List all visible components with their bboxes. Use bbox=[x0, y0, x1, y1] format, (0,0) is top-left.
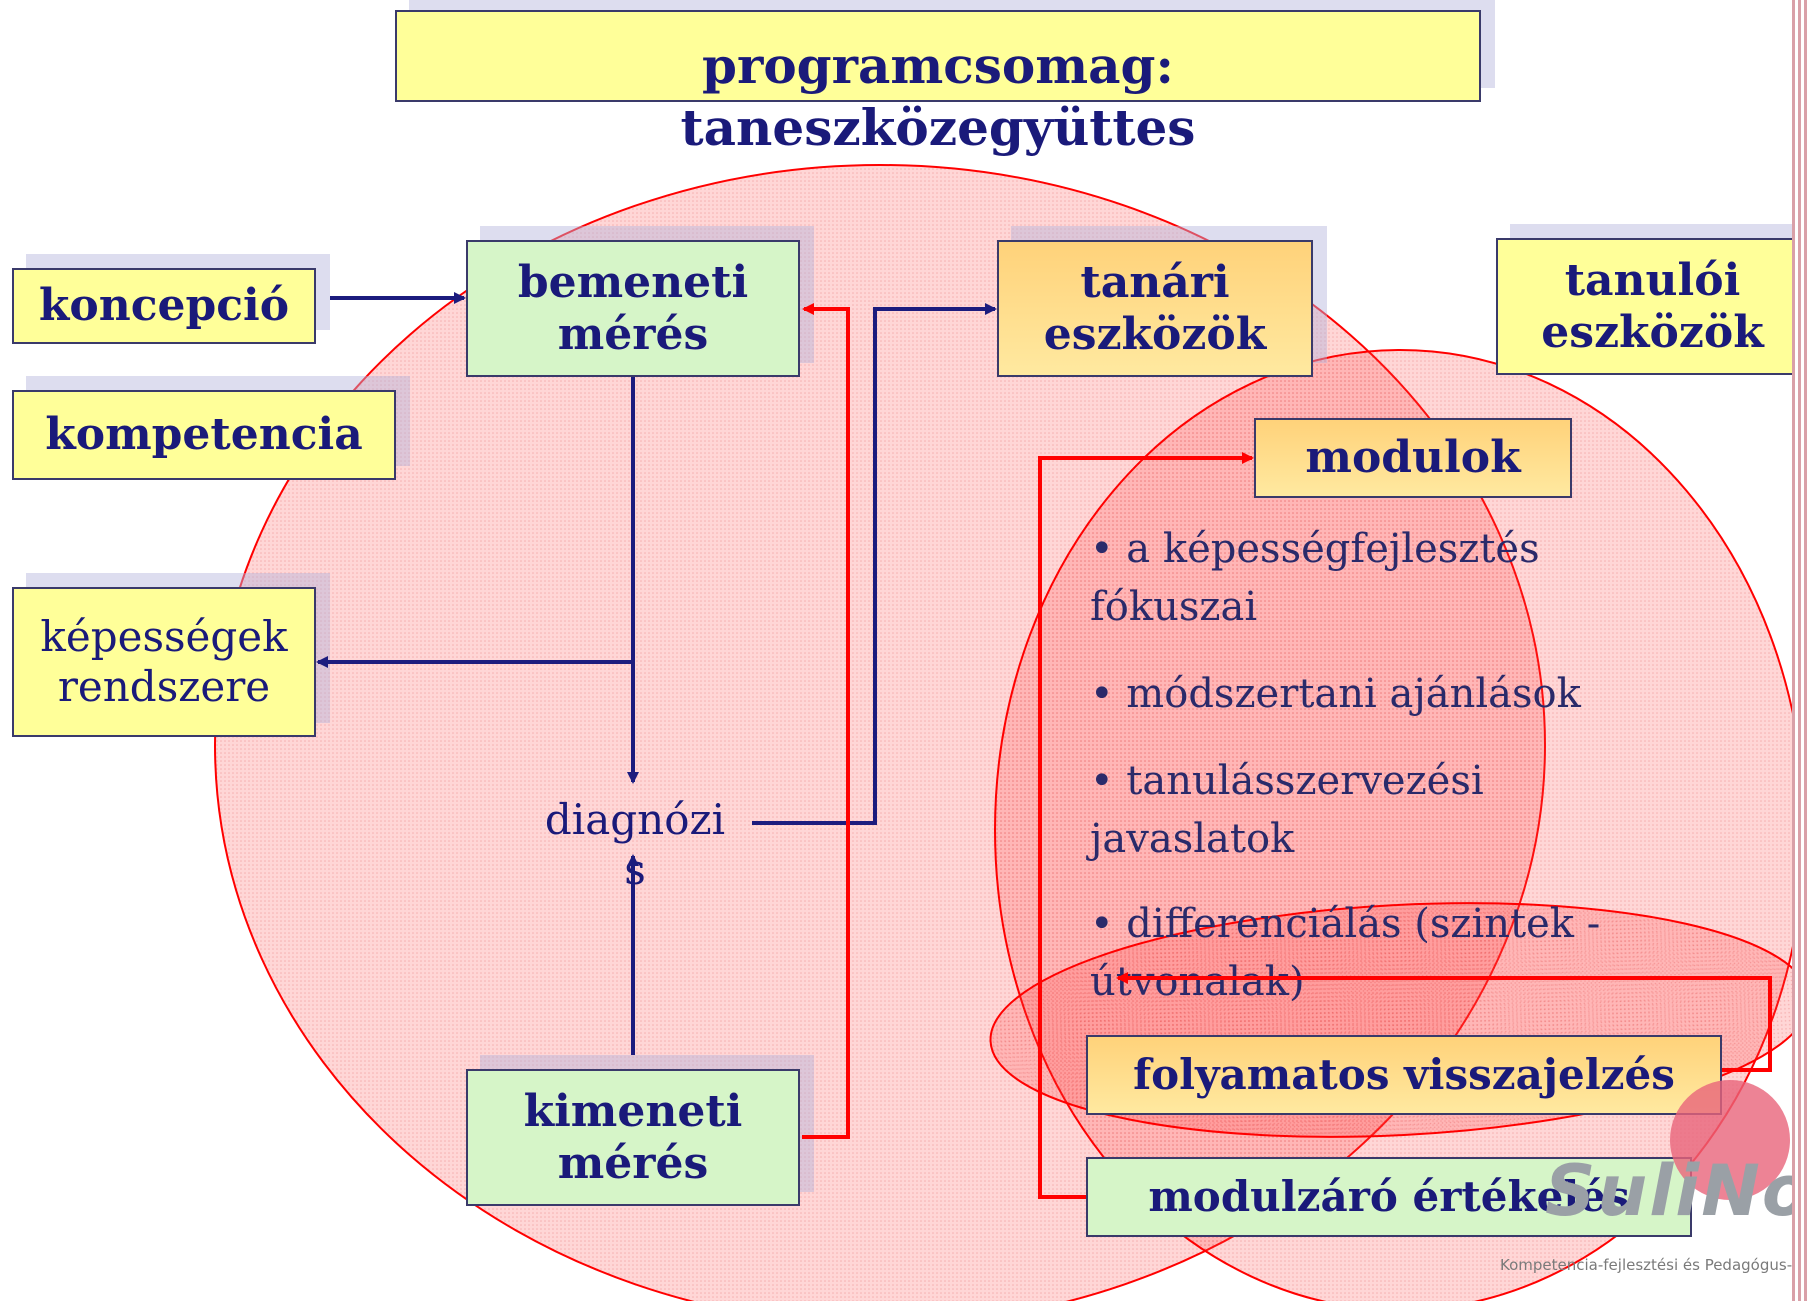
kimeneti-line1: kimeneti bbox=[523, 1085, 743, 1137]
bullet-item-3: • tanulásszervezési javaslatok bbox=[1090, 752, 1484, 868]
bullet-item-4: • differenciálás (szintek - útvonalak) bbox=[1090, 895, 1600, 1011]
kepessegek-line2: rendszere bbox=[57, 662, 271, 711]
right-edge-stripe bbox=[1792, 0, 1809, 1301]
kompetencia-label: kompetencia bbox=[45, 409, 363, 461]
bemeneti-line2: mérés bbox=[557, 308, 709, 360]
modulok-box: modulok bbox=[1254, 418, 1572, 498]
bemeneti-meres-box: bemeneti mérés bbox=[466, 240, 800, 377]
kimeneti-line2: mérés bbox=[557, 1137, 709, 1189]
bullet-1-line1: • a képességfejlesztés bbox=[1090, 526, 1540, 572]
logo-name: SuliNova bbox=[1545, 1150, 1809, 1232]
bullet-item-1: • a képességfejlesztés fókuszai bbox=[1090, 520, 1540, 636]
folyamatos-visszajelzes-box: folyamatos visszajelzés bbox=[1086, 1035, 1722, 1115]
kimeneti-meres-box: kimeneti mérés bbox=[466, 1069, 800, 1206]
bullet-3-line2: javaslatok bbox=[1090, 816, 1295, 862]
koncepcio-box: koncepció bbox=[12, 268, 316, 344]
bullet-1-line2: fókuszai bbox=[1090, 584, 1258, 630]
tanuloi-eszkozok-box: tanulói eszközök bbox=[1496, 238, 1809, 375]
diagnozis-line2: s bbox=[624, 845, 646, 895]
bullet-3-line1: • tanulásszervezési bbox=[1090, 758, 1484, 804]
tanari-line1: tanári bbox=[1080, 256, 1230, 308]
bullet-4-line1: • differenciálás (szintek - bbox=[1090, 901, 1601, 947]
bullet-item-2: • módszertani ajánlások bbox=[1090, 665, 1581, 723]
kepessegek-box: képességek rendszere bbox=[12, 587, 316, 737]
title-box: programcsomag: bbox=[395, 10, 1481, 102]
tanari-line2: eszközök bbox=[1043, 308, 1267, 360]
tanari-eszkozok-box: tanári eszközök bbox=[997, 240, 1313, 377]
folyamatos-label: folyamatos visszajelzés bbox=[1133, 1050, 1675, 1100]
kepessegek-line1: képességek bbox=[40, 612, 288, 662]
bullet-4-line2: útvonalak) bbox=[1090, 959, 1305, 1005]
logo-caption: Kompetencia-fejlesztési és Pedagógus-tov… bbox=[1500, 1256, 1809, 1274]
title-line2: taneszközegyüttes bbox=[680, 98, 1196, 157]
diagnozis-line1: diagnózi bbox=[544, 795, 726, 844]
tanuloi-line2: eszközök bbox=[1541, 306, 1764, 358]
koncepcio-label: koncepció bbox=[38, 280, 290, 332]
logo-circle bbox=[1670, 1080, 1790, 1200]
modulok-label: modulok bbox=[1305, 432, 1521, 484]
tanuloi-line1: tanulói bbox=[1564, 254, 1741, 306]
bemeneti-line1: bemeneti bbox=[517, 256, 749, 308]
diagnozis-label: diagnózi s bbox=[530, 795, 740, 896]
bullet-2-line1: • módszertani ajánlások bbox=[1090, 671, 1581, 717]
kompetencia-box: kompetencia bbox=[12, 390, 396, 480]
title-line1: programcsomag: bbox=[702, 36, 1174, 95]
